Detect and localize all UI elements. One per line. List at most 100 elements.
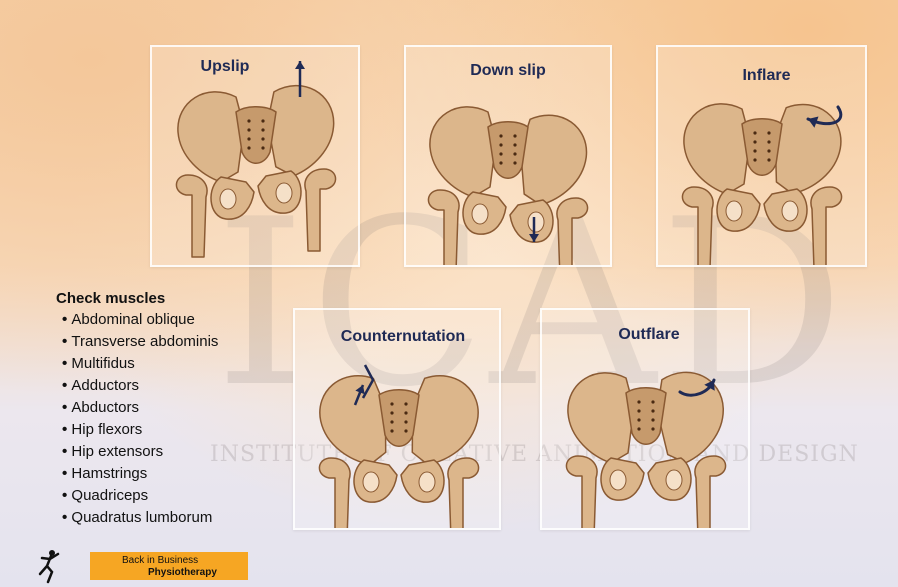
sacral-foramen <box>499 152 503 156</box>
list-item: Quadratus lumborum <box>56 507 218 529</box>
right-obturator <box>781 200 799 222</box>
sacral-foramen <box>247 137 251 141</box>
left-obturator <box>725 200 743 222</box>
sacral-foramen <box>247 119 251 123</box>
panel-title-upslip: Upslip <box>200 58 250 75</box>
sacral-foramen <box>404 402 408 406</box>
sacral-foramen <box>261 119 265 123</box>
pelvis-group <box>175 85 337 258</box>
pelvis-group <box>565 371 727 528</box>
panel-title-downslip: Down slip <box>470 62 546 79</box>
list-item: Abductors <box>56 397 218 419</box>
logo-line-1: Back in Business <box>122 555 199 566</box>
sacral-foramen <box>247 128 251 132</box>
left-ilium <box>429 106 497 198</box>
sacral-foramen <box>499 143 503 147</box>
sacral-foramen <box>499 134 503 138</box>
left-femur <box>681 186 714 265</box>
right-femur <box>694 455 727 528</box>
sacral-foramen <box>261 146 265 150</box>
pelvis-group <box>427 106 589 265</box>
logo-line-2: Physiotherapy <box>148 567 217 578</box>
pelvis-illustration-upslip <box>175 61 337 258</box>
sacral-foramen <box>513 161 517 165</box>
sacral-foramen <box>261 137 265 141</box>
down-arrow-head <box>529 234 539 242</box>
curved-in-arrow-head <box>808 116 819 128</box>
pelvis-group <box>681 103 843 265</box>
sacral-foramen <box>651 418 655 422</box>
sacral-foramen <box>513 134 517 138</box>
sacral-foramen <box>247 146 251 150</box>
right-femur <box>810 186 843 265</box>
muscle-list: Abdominal oblique Transverse abdominis M… <box>56 309 218 529</box>
sacral-foramen <box>404 429 408 433</box>
right-ilium <box>656 371 724 464</box>
sacral-foramen <box>767 149 771 153</box>
runner-figure-icon <box>38 550 60 584</box>
sacrum <box>487 121 529 179</box>
pelvis-illustration-downslip <box>427 106 589 265</box>
left-obturator <box>219 188 237 210</box>
left-femur <box>565 455 598 528</box>
sacrum <box>625 387 667 445</box>
left-obturator <box>362 471 380 493</box>
list-item: Adductors <box>56 375 218 397</box>
check-muscles-heading: Check muscles <box>56 290 166 307</box>
left-ilium <box>683 103 751 195</box>
pelvis-illustration-outflare <box>565 371 727 528</box>
sacral-foramen <box>753 140 757 144</box>
sacral-foramen <box>767 140 771 144</box>
sacral-foramen <box>753 158 757 162</box>
left-ilium <box>319 375 387 466</box>
pelvis-group <box>318 375 480 528</box>
list-item: Transverse abdominis <box>56 331 218 353</box>
clinic-logo: Back in Business Physiotherapy <box>0 548 250 584</box>
panel-inflare: Inflare <box>656 45 867 267</box>
sacral-foramen <box>404 420 408 424</box>
sacral-foramen <box>767 158 771 162</box>
sacral-foramen <box>390 411 394 415</box>
list-item: Quadriceps <box>56 485 218 507</box>
right-femur <box>556 197 589 265</box>
panel-downslip: Down slip <box>404 45 612 267</box>
panel-upslip: Upslip <box>150 45 360 267</box>
sacral-foramen <box>513 143 517 147</box>
sacral-foramen <box>404 411 408 415</box>
up-arrow-head <box>295 61 305 69</box>
sacral-foramen <box>513 152 517 156</box>
list-item: Multifidus <box>56 353 218 375</box>
right-obturator <box>527 211 545 233</box>
sacral-foramen <box>651 400 655 404</box>
sacral-foramen <box>651 409 655 413</box>
left-femur <box>427 189 460 265</box>
right-ilium <box>411 375 479 466</box>
left-ilium <box>177 91 245 183</box>
sacral-foramen <box>499 161 503 165</box>
list-item: Hamstrings <box>56 463 218 485</box>
list-item: Abdominal oblique <box>56 309 218 331</box>
left-femur <box>318 457 351 528</box>
sacral-foramen <box>651 427 655 431</box>
sacral-foramen <box>753 149 757 153</box>
sacral-foramen <box>637 427 641 431</box>
right-obturator <box>665 469 683 491</box>
panel-outflare: Outflare <box>540 308 750 530</box>
sacrum <box>378 389 420 447</box>
rotation-marker <box>361 364 375 399</box>
right-obturator <box>275 182 293 204</box>
sacrum <box>741 118 783 176</box>
right-ilium <box>266 85 335 177</box>
left-obturator <box>609 469 627 491</box>
sacral-foramen <box>753 131 757 135</box>
panel-title-outflare: Outflare <box>618 326 680 343</box>
panel-title-inflare: Inflare <box>742 67 791 84</box>
sacral-foramen <box>767 131 771 135</box>
sacral-foramen <box>637 409 641 413</box>
sacral-foramen <box>637 400 641 404</box>
panel-title-counternutation: Counternutation <box>340 328 466 345</box>
sacral-foramen <box>261 128 265 132</box>
list-item: Hip extensors <box>56 441 218 463</box>
panel-counternutation: Counternutation <box>293 308 501 530</box>
pelvis-illustration-inflare <box>681 103 843 265</box>
